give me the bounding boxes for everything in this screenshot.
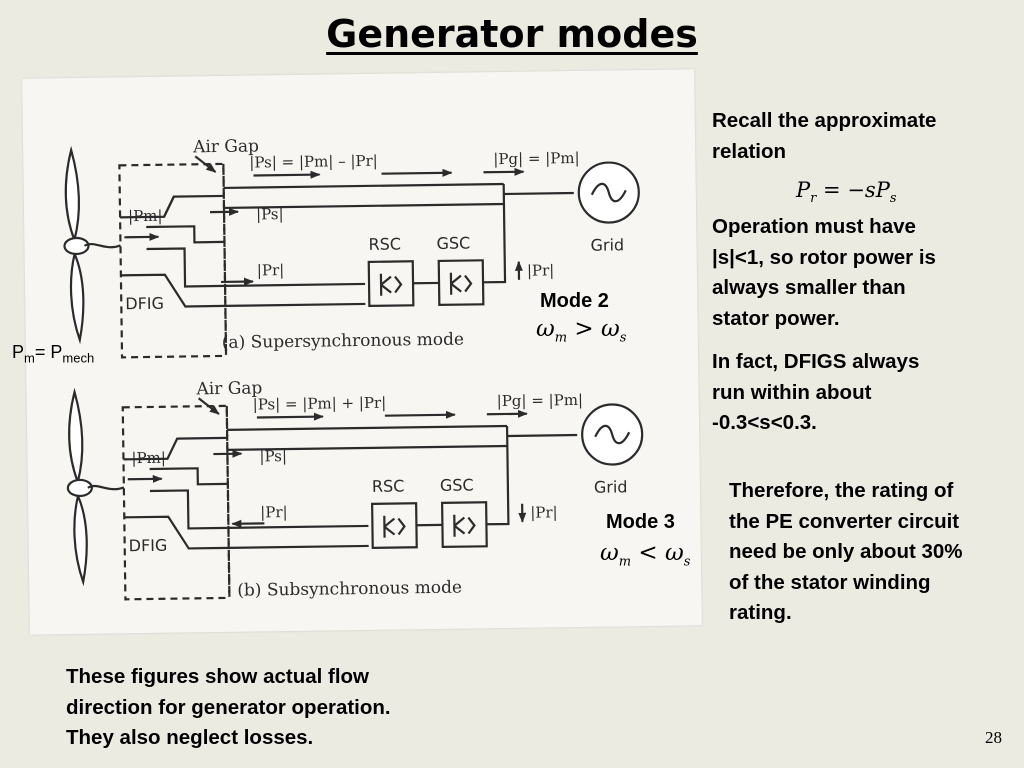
turbine-hub-icon [66, 478, 93, 498]
gsc-label-b: GSC [440, 475, 474, 494]
caption-a: (a) Supersynchronous mode [222, 330, 464, 353]
mode-3-label: Mode 3 [606, 511, 675, 533]
mode-2-relation: ωm > ωs [536, 316, 627, 346]
slide-title: Generator modes [326, 12, 698, 56]
grid-power-equation-b: |Pg| = |Pm| [497, 391, 584, 410]
mech-power-label-b: |Pm| [131, 449, 166, 467]
turbine-blade-icon [64, 145, 80, 244]
recall-text: Recall the approximate relation [712, 109, 937, 163]
dfig-diagram: Air Gap |Ps| = |Pm| – |Pr| |Pg| = |Pm| |… [63, 136, 644, 601]
rsc-label-b: RSC [372, 476, 405, 495]
operation-text: Operation must have |s|<1, so rotor powe… [712, 215, 936, 330]
converter-rating-text: Therefore, the rating of the PE converte… [729, 479, 963, 624]
grid-label-b: Grid [594, 477, 628, 496]
turbine-hub-icon [63, 236, 90, 256]
page-number: 28 [985, 728, 1002, 747]
stator-power-equation-b: |Ps| = |Pm| + |Pr| [253, 394, 387, 414]
pm-mech-label: Pm= Pmech [12, 342, 95, 366]
mode-2-label: Mode 2 [540, 290, 609, 312]
air-gap-label-b: Air Gap [195, 378, 262, 399]
dfig-slip-range-text: In fact, DFIGS always run within about -… [712, 350, 920, 434]
mode-3-relation: ωm < ωs [600, 540, 691, 570]
rotor-power-grid-label-a: |Pr| [527, 261, 555, 279]
dfig-label-a: DFIG [125, 294, 164, 314]
mech-power-label-a: |Pm| [128, 207, 163, 225]
rsc-label-a: RSC [368, 234, 401, 253]
air-gap-label-a: Air Gap [192, 136, 259, 157]
stator-power-label-b: |Ps| [259, 447, 287, 465]
rotor-power-label-a: |Pr| [257, 261, 285, 279]
turbine-blade-icon [68, 387, 84, 486]
stator-power-label-a: |Ps| [256, 205, 284, 223]
rotor-power-relation: Pr = −sPs [796, 178, 897, 207]
dfig-figure: Air Gap |Ps| = |Pm| – |Pr| |Pg| = |Pm| |… [22, 69, 702, 635]
rotor-power-grid-label-b: |Pr| [530, 503, 558, 521]
rotor-power-label-b: |Pr| [260, 503, 288, 521]
gsc-label-a: GSC [436, 233, 470, 252]
panel-a [63, 145, 640, 359]
caption-b: (b) Subsynchronous mode [237, 578, 462, 601]
grid-power-equation-a: |Pg| = |Pm| [493, 149, 580, 168]
turbine-blade-icon [69, 250, 85, 345]
turbine-blade-icon [73, 492, 88, 587]
panel-b [66, 387, 644, 601]
grid-label-a: Grid [590, 235, 624, 254]
stator-power-equation-a: |Ps| = |Pm| – |Pr| [249, 152, 378, 172]
dfig-label-b: DFIG [129, 536, 168, 556]
figure-note-text: These figures show actual flow direction… [66, 665, 391, 749]
